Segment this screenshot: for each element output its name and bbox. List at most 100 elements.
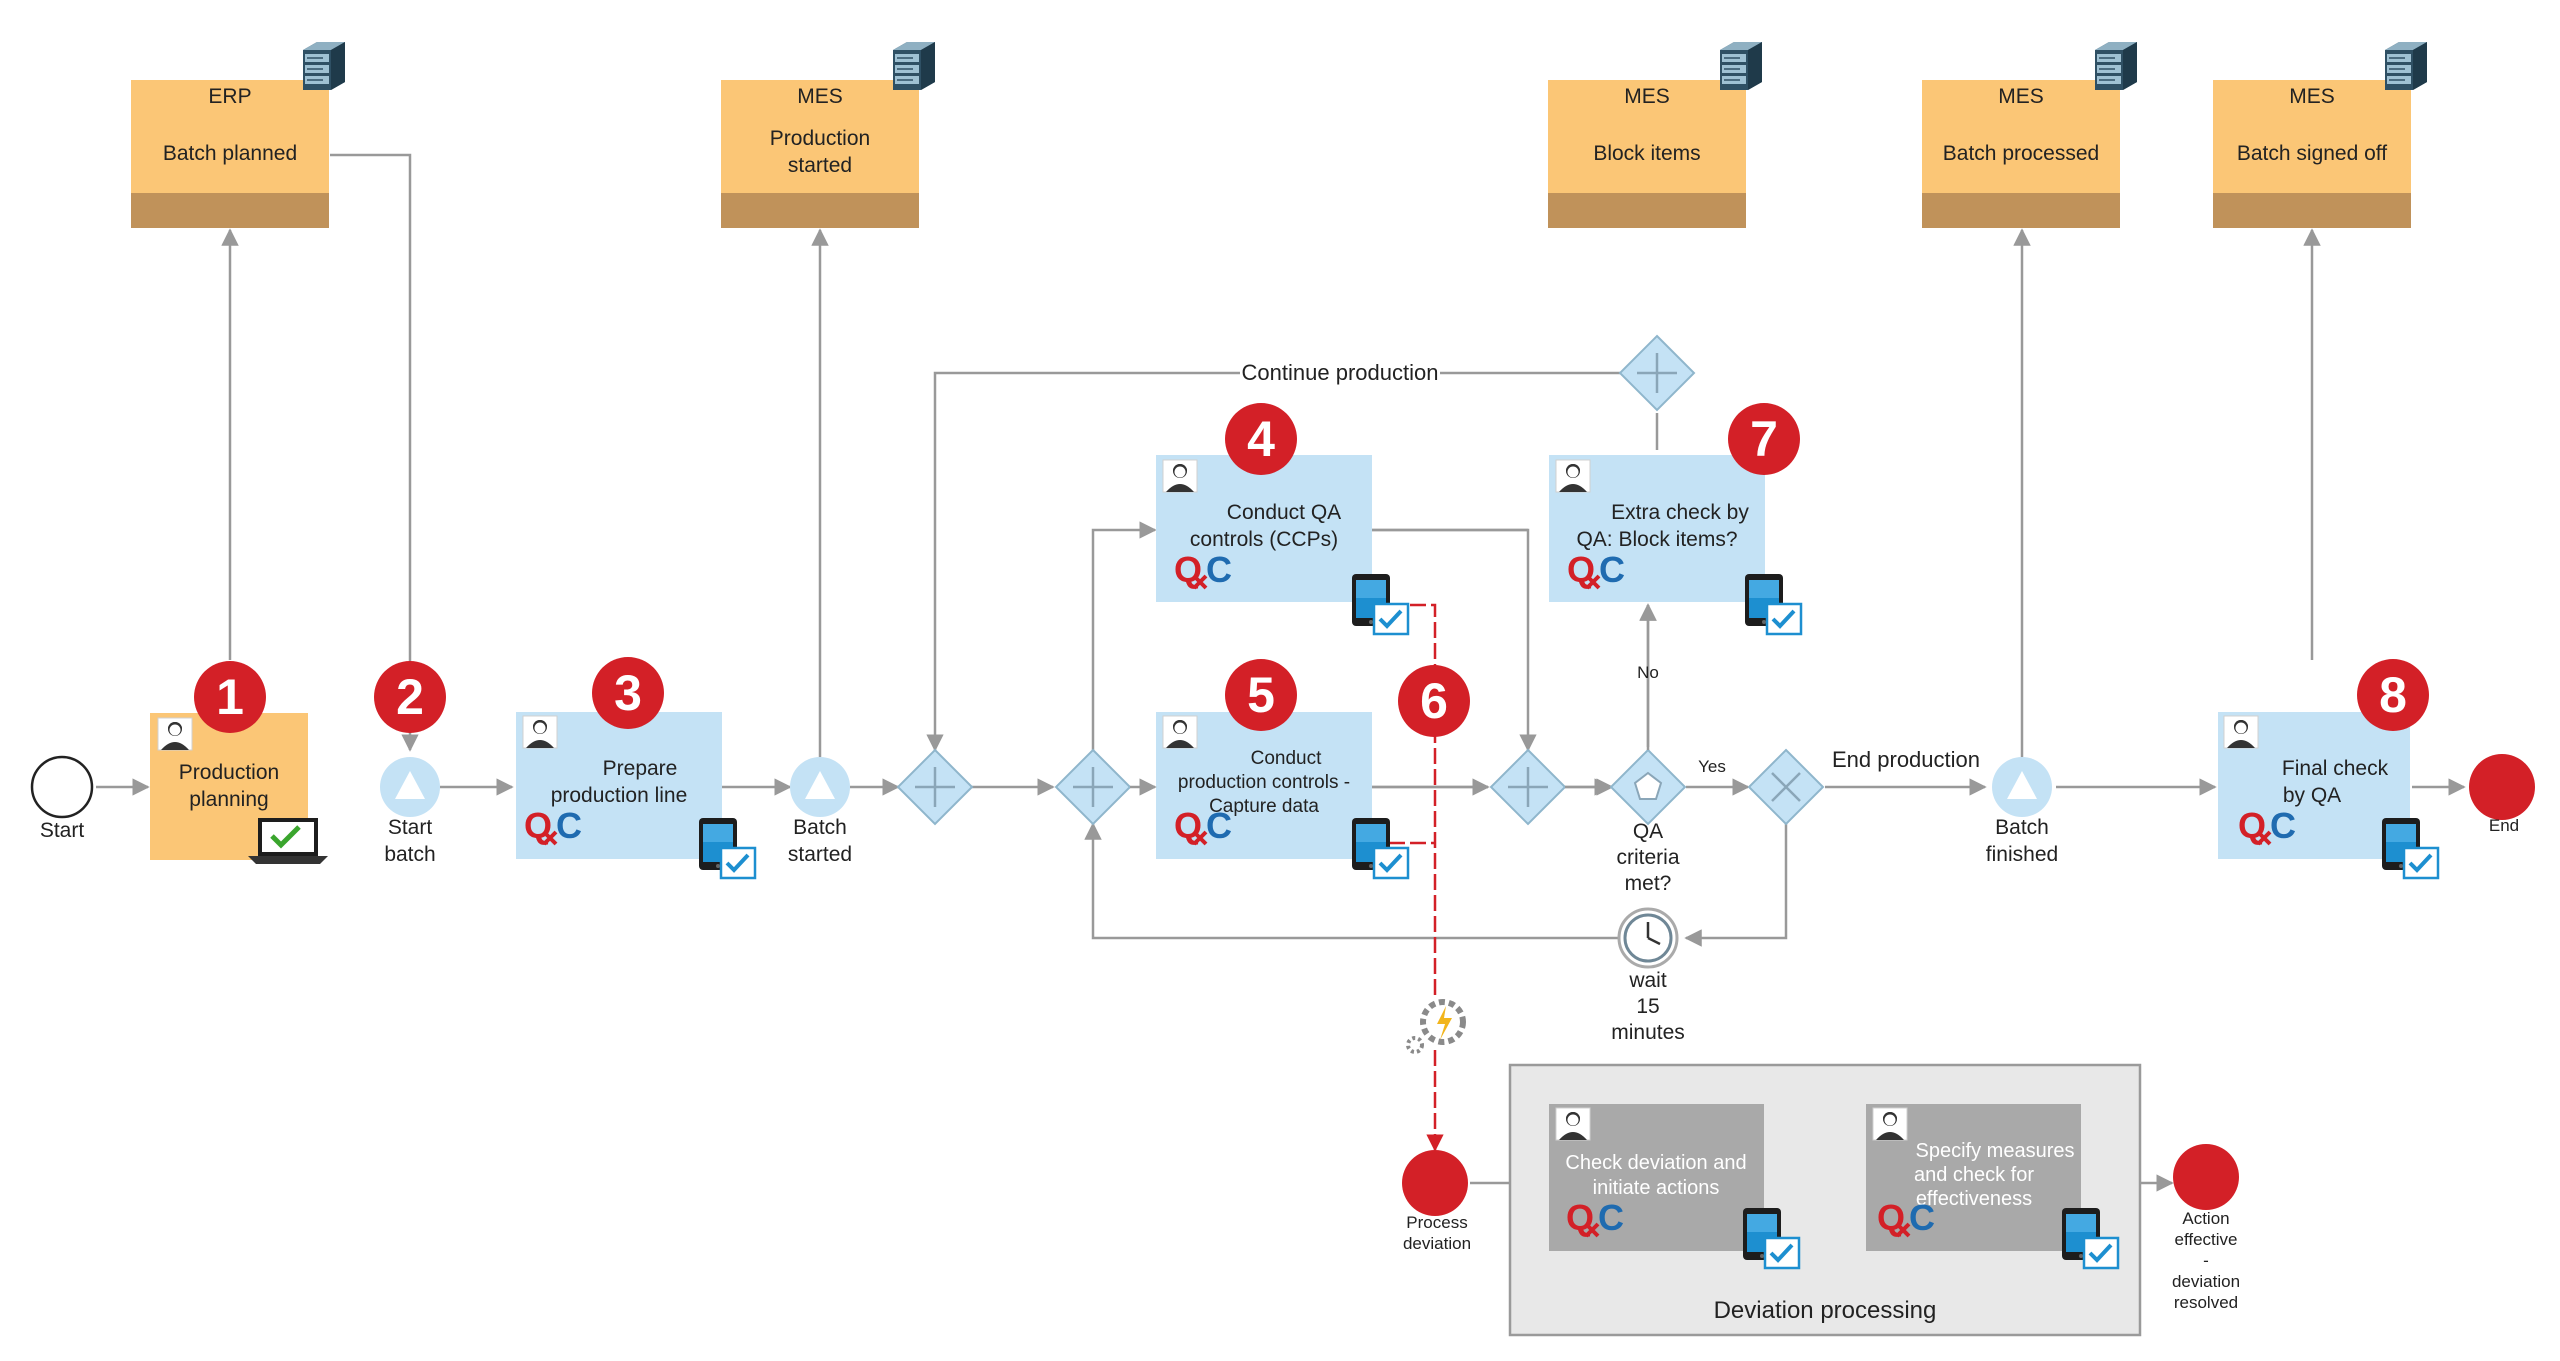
flow-label-no: No [1637,663,1659,682]
svg-text:7: 7 [1750,411,1778,467]
user-icon [1162,459,1198,493]
task-conduct-qa-controls[interactable]: Conduct QA controls (CCPs) [1156,455,1410,636]
gateway-parallel-2[interactable] [1054,748,1157,826]
event-batch-finished[interactable]: Batch finished [1986,757,2058,866]
user-icon [522,715,558,749]
task-check-deviation[interactable]: Check deviation and initiate actions [1549,1104,1801,1270]
start-event[interactable]: Start [30,755,94,842]
event-label: finished [1986,843,2058,866]
database-icon [2384,41,2428,91]
timer-icon [1646,922,1661,946]
task-extra-check-by-qa[interactable]: Extra check by QA: Block items? [1549,455,1803,636]
user-icon [2223,715,2259,749]
system-box-erp: ERP Batch planned [131,41,346,228]
user-icon [157,717,193,751]
task-label: Conduct [1251,748,1322,769]
subprocess-title: Deviation processing [1714,1297,1937,1324]
step-badges: 1 2 3 4 5 6 7 8 [194,403,2429,737]
user-icon [1162,715,1198,749]
event-label: Action [2182,1209,2229,1228]
step-badge-3: 3 [592,657,664,729]
event-label: resolved [2174,1293,2238,1312]
system-event-label: Block items [1593,142,1700,165]
event-label: 15 [1636,995,1659,1018]
step-badge-8: 8 [2357,659,2429,731]
gateway-label: met? [1625,872,1672,895]
tablet-check-icon [1350,816,1410,880]
subprocess-deviation-processing[interactable]: Deviation processing Check deviation and… [1508,1063,2142,1337]
tablet-check-icon [697,816,757,880]
svg-text:3: 3 [614,665,642,721]
system-box-mes-block-items: MES Block items [1548,41,1763,228]
task-label: Production [179,761,279,784]
system-event-label: Batch processed [1943,142,2099,165]
event-label: deviation [1403,1234,1471,1253]
flow-label-end-production: End production [1832,747,1980,772]
task-label: Capture data [1209,796,1319,817]
system-name: MES [797,85,843,108]
event-label: wait [1628,969,1667,992]
user-icon [1555,459,1591,493]
task-final-check-by-qa[interactable]: Final check by QA [2218,712,2440,880]
event-label: started [788,843,852,866]
task-label: effectiveness [1916,1188,2032,1210]
step-badge-7: 7 [1728,403,1800,475]
system-event-label: Batch signed off [2237,142,2387,165]
step-badge-1: 1 [194,661,266,733]
event-label: minutes [1611,1021,1685,1044]
event-label: End [2489,816,2519,835]
system-event-label: Production [770,127,870,150]
database-icon [302,41,346,91]
gateway-exclusive[interactable] [1747,748,1825,826]
gateway-label: criteria [1616,846,1679,869]
task-conduct-production-controls[interactable]: Conduct production controls - Capture da… [1156,712,1410,880]
event-start-batch[interactable]: Start batch [380,757,440,866]
task-label: controls (CCPs) [1190,528,1338,551]
tablet-check-icon [2380,816,2440,880]
system-box-mes-batch-signed-off: MES Batch signed off [2213,41,2428,228]
task-label: production line [551,784,688,807]
event-label: Process [1406,1213,1467,1232]
svg-text:6: 6 [1420,673,1448,729]
end-event[interactable]: End [2469,754,2535,835]
event-action-effective[interactable]: Action effective - deviation resolved [2172,1144,2240,1312]
system-event-label: Batch planned [163,142,297,165]
event-process-deviation[interactable]: Process deviation [1402,1150,1471,1253]
system-name: MES [1624,85,1670,108]
user-icon [1555,1107,1591,1141]
step-badge-2: 2 [374,661,446,733]
task-label: by QA [2283,784,2341,807]
user-icon [1872,1107,1908,1141]
event-label: effective [2174,1230,2237,1249]
task-production-planning[interactable]: Production planning [150,713,328,864]
step-badge-4: 4 [1225,403,1297,475]
task-label: Conduct QA [1227,501,1341,524]
event-label: Start [40,819,85,842]
gateway-parallel-join[interactable] [1372,528,1612,826]
system-box-mes-production-started: MES Production started [721,41,936,228]
event-label: Batch [793,816,847,839]
event-timer-wait[interactable]: wait 15 minutes [1611,907,1685,1044]
tablet-check-icon [1350,572,1410,636]
gateway-parallel-1[interactable] [896,748,974,826]
gateway-block-items[interactable] [1618,334,1696,412]
gateway-qa-criteria-met[interactable]: QA criteria met? [1609,748,1687,895]
system-name: ERP [208,85,251,108]
service-task-icon [1406,999,1466,1054]
database-icon [2094,41,2138,91]
database-icon [892,41,936,91]
event-label: - [2203,1251,2209,1270]
task-label: Final check [2282,757,2389,780]
event-batch-started[interactable]: Batch started [788,757,852,866]
event-label: deviation [2172,1272,2240,1291]
task-label: Prepare [603,757,678,780]
event-label: Batch [1995,816,2049,839]
task-specify-measures[interactable]: Specify measures and check for effective… [1866,1104,2120,1270]
tablet-check-icon [1743,572,1803,636]
flow-label-yes: Yes [1698,757,1726,776]
task-prepare-production-line[interactable]: Prepare production line [516,712,757,880]
step-badge-6: 6 [1398,665,1470,737]
task-label: production controls - [1178,772,1350,793]
